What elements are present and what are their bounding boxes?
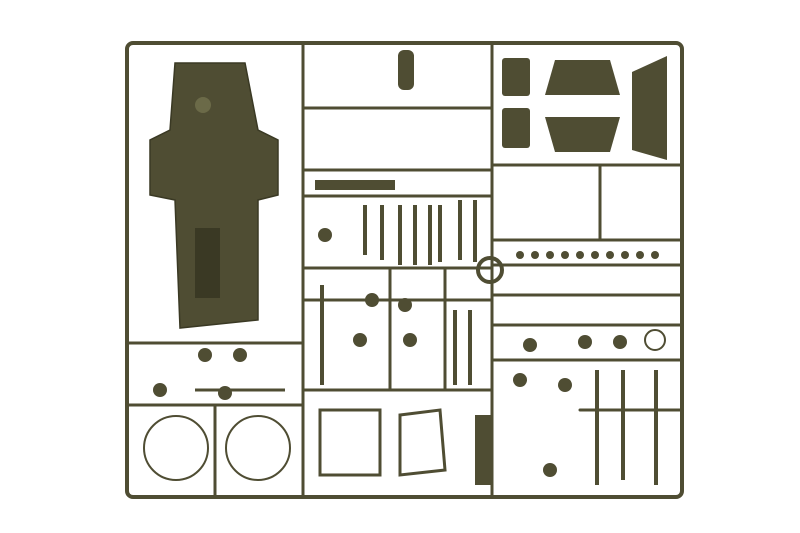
small-part (403, 333, 417, 347)
knob-part (576, 251, 584, 259)
sprue-frame (125, 41, 684, 499)
hull-hatch (195, 97, 211, 113)
small-part (523, 338, 537, 352)
frame-part (398, 408, 447, 477)
small-part (398, 298, 412, 312)
small-part (198, 348, 212, 362)
runner-ring (476, 256, 504, 284)
frame-part (318, 408, 382, 477)
knob-part (561, 251, 569, 259)
small-part (353, 333, 367, 347)
small-part (398, 50, 414, 90)
small-part (318, 228, 332, 242)
small-part (153, 383, 167, 397)
bar-part (315, 180, 395, 190)
wheel-ring-left (143, 415, 209, 481)
seat-part (195, 228, 220, 298)
small-part (543, 463, 557, 477)
hull-part (149, 62, 279, 329)
steering-wheel (644, 329, 666, 351)
small-part (558, 378, 572, 392)
wheel-ring-right (225, 415, 291, 481)
small-part (613, 335, 627, 349)
small-part (218, 386, 232, 400)
knob-part (621, 251, 629, 259)
armor-plate (545, 60, 620, 95)
small-part (513, 373, 527, 387)
armor-plate (632, 56, 667, 160)
small-part (365, 293, 379, 307)
knob-part (591, 251, 599, 259)
small-part (233, 348, 247, 362)
knob-part (546, 251, 554, 259)
sprue-parts (149, 50, 667, 485)
knob-part (516, 251, 524, 259)
knob-part (651, 251, 659, 259)
knob-part (606, 251, 614, 259)
knob-part (531, 251, 539, 259)
knob-part (636, 251, 644, 259)
plate-part (475, 415, 491, 485)
box-part (502, 58, 530, 96)
box-part (502, 108, 530, 148)
small-part (578, 335, 592, 349)
outer-runner (125, 41, 684, 499)
armor-plate (545, 117, 620, 152)
